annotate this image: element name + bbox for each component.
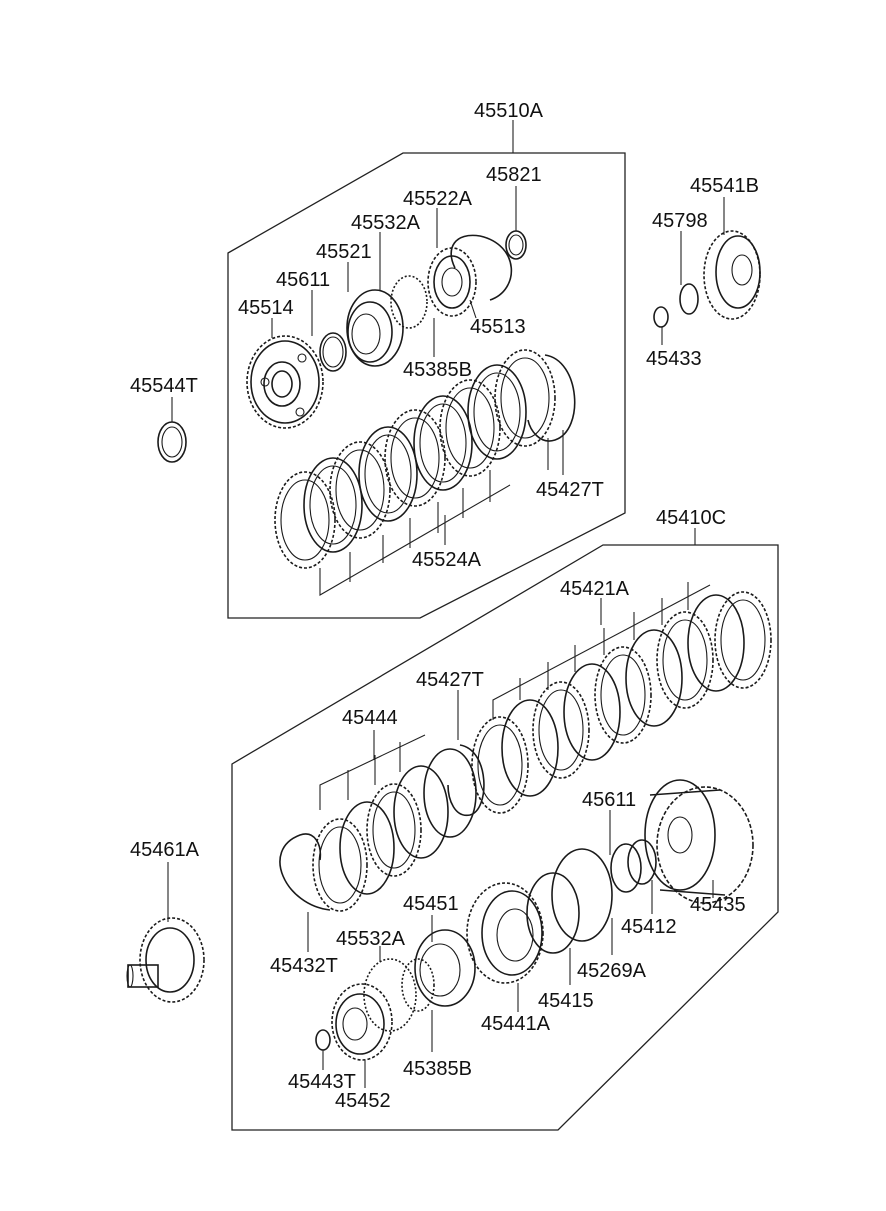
part-45524A-clutch-plates <box>274 349 556 569</box>
label-45541B: 45541B <box>690 175 759 197</box>
label-45412: 45412 <box>621 916 677 938</box>
part-45452-gear <box>331 983 393 1061</box>
part-45432T-snap-ring <box>279 833 331 911</box>
label-45269A: 45269A <box>577 960 647 982</box>
label-45522A: 45522A <box>403 188 473 210</box>
part-45441A-hub <box>466 882 544 984</box>
part-45611-ring-upper <box>319 332 347 372</box>
part-45412-seal <box>627 839 657 885</box>
label-45461A: 45461A <box>130 839 200 861</box>
part-45415-seal-ring <box>526 872 580 954</box>
label-45385B-upper: 45385B <box>403 359 472 381</box>
part-45541B-gear <box>703 230 761 320</box>
part-45385B-spring-lower <box>401 958 435 1012</box>
label-45433: 45433 <box>646 348 702 370</box>
label-45532A-upper: 45532A <box>351 212 421 234</box>
part-45513-snap-ring <box>450 234 513 301</box>
part-45521-piston <box>346 289 404 367</box>
label-45385B-lower: 45385B <box>403 1058 472 1080</box>
part-45433-washer <box>653 306 669 328</box>
group-frame-45510A <box>227 152 626 619</box>
label-45410C: 45410C <box>656 507 726 529</box>
part-45532A-spring-lower <box>363 958 417 1032</box>
label-45421A: 45421A <box>560 578 630 600</box>
label-45611-upper: 45611 <box>276 269 330 291</box>
label-45452: 45452 <box>335 1090 391 1112</box>
label-45544T: 45544T <box>130 375 198 397</box>
label-45435: 45435 <box>690 894 746 916</box>
label-45611-lower: 45611 <box>582 789 636 811</box>
part-45611-ring-lower <box>610 843 642 893</box>
label-45415: 45415 <box>538 990 594 1012</box>
label-45444: 45444 <box>342 707 398 729</box>
label-45524A: 45524A <box>412 549 482 571</box>
label-45441A: 45441A <box>481 1013 551 1035</box>
label-45510A: 45510A <box>474 100 544 122</box>
part-45532A-spring-upper <box>390 275 428 329</box>
label-45513: 45513 <box>470 316 526 338</box>
part-45444-clutch-plates <box>312 748 477 912</box>
label-45432T: 45432T <box>270 955 338 977</box>
part-45435-clutch-drum <box>644 779 754 904</box>
part-45443T-snap-ring <box>315 1029 331 1051</box>
label-45821: 45821 <box>486 164 542 186</box>
label-45532A-lower: 45532A <box>336 928 406 950</box>
label-45427T-upper: 45427T <box>536 479 604 501</box>
label-45521: 45521 <box>316 241 372 263</box>
part-45514-gear-hub <box>246 335 324 429</box>
part-45269A-piston <box>551 848 613 942</box>
group-frame-45410C <box>231 544 779 1131</box>
part-45461A-shaft-gear <box>126 917 205 1003</box>
part-45798-bearing <box>679 283 699 315</box>
label-45798: 45798 <box>652 210 708 232</box>
part-45421A-clutch-plates <box>471 591 772 814</box>
label-45443T: 45443T <box>288 1071 356 1093</box>
part-45427T-snap-ring-upper <box>527 354 576 442</box>
label-45514: 45514 <box>238 297 294 319</box>
part-45451-retainer <box>414 929 476 1007</box>
label-45451: 45451 <box>403 893 459 915</box>
label-45427T-mid: 45427T <box>416 669 484 691</box>
